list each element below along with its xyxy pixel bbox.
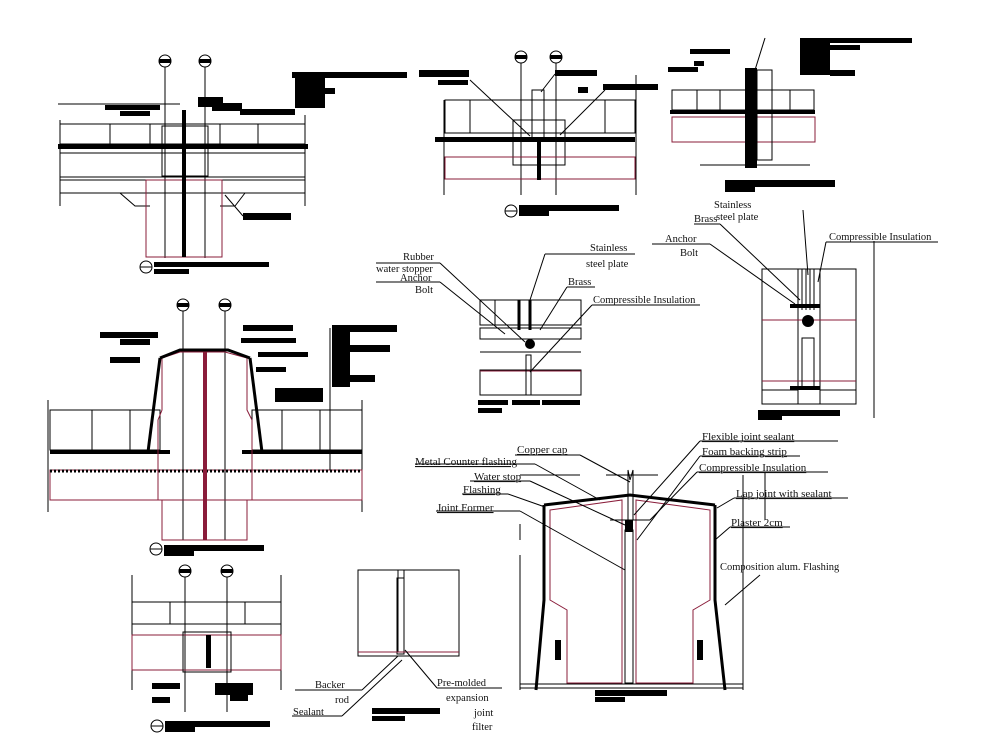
label-joint-former: Joint Former bbox=[437, 502, 494, 514]
detail-wall-vertical: Stainless steel plate Brass Anchor Bolt … bbox=[652, 200, 938, 420]
label-bolt: Bolt bbox=[415, 285, 433, 296]
label-water-stopper: water stopper bbox=[376, 264, 433, 275]
label-backer: Backer bbox=[315, 680, 345, 691]
label-steel-plate: steel plate bbox=[586, 259, 629, 270]
label-anchor: Anchor bbox=[400, 273, 432, 284]
label-copper-cap: Copper cap bbox=[517, 444, 568, 456]
label-joint: joint bbox=[473, 708, 493, 719]
label-pre-molded: Pre-molded bbox=[437, 678, 487, 689]
label-compressible-insulation-v: Compressible Insulation bbox=[829, 232, 932, 243]
label-foam-backing-strip: Foam backing strip bbox=[702, 446, 787, 458]
label-flashing: Flashing bbox=[463, 484, 501, 496]
label-water-stop: Water stop bbox=[474, 471, 522, 483]
label-expansion: expansion bbox=[446, 693, 489, 704]
detail-roof-upstand: Copper cap Metal Counter flashing Water … bbox=[415, 431, 848, 702]
label-brass-v: Brass bbox=[694, 214, 717, 225]
label-plaster-2cm: Plaster 2cm bbox=[731, 517, 783, 529]
label-metal-counter-flashing: Metal Counter flashing bbox=[415, 456, 518, 468]
label-bolt-v: Bolt bbox=[680, 248, 698, 259]
label-flexible-joint-sealant: Flexible joint sealant bbox=[702, 431, 794, 443]
detail-wall-roof-junction bbox=[668, 37, 912, 192]
label-composition-alum-flashing: Composition alum. Flashing bbox=[720, 562, 840, 573]
label-compressible-insulation-roof: Compressible Insulation bbox=[699, 462, 807, 474]
label-compressible-insulation: Compressible Insulation bbox=[593, 295, 696, 306]
label-rod: rod bbox=[335, 695, 350, 706]
label-sealant: Sealant bbox=[293, 707, 324, 718]
label-steel-plate-v: steel plate bbox=[716, 212, 759, 223]
detail-wall-horizontal: Rubber water stopper Anchor Bolt Stainle… bbox=[376, 243, 700, 413]
detail-floor-joint bbox=[131, 564, 282, 733]
label-stainless-v: Stainless bbox=[714, 200, 751, 211]
detail-roof-slab-joint bbox=[58, 54, 407, 274]
label-anchor-v: Anchor bbox=[665, 234, 697, 245]
label-rubber: Rubber bbox=[403, 252, 434, 263]
label-filter: filter bbox=[472, 722, 493, 733]
detail-slab-upstand bbox=[47, 298, 397, 556]
detail-roof-joint-plate bbox=[419, 50, 658, 218]
label-lap-joint-with-sealant: Lap joint with sealant bbox=[736, 488, 832, 500]
label-brass: Brass bbox=[568, 277, 591, 288]
label-stainless: Stainless bbox=[590, 243, 627, 254]
detail-wall-joint-plan: Backer rod Sealant Pre-molded expansion … bbox=[292, 569, 502, 733]
